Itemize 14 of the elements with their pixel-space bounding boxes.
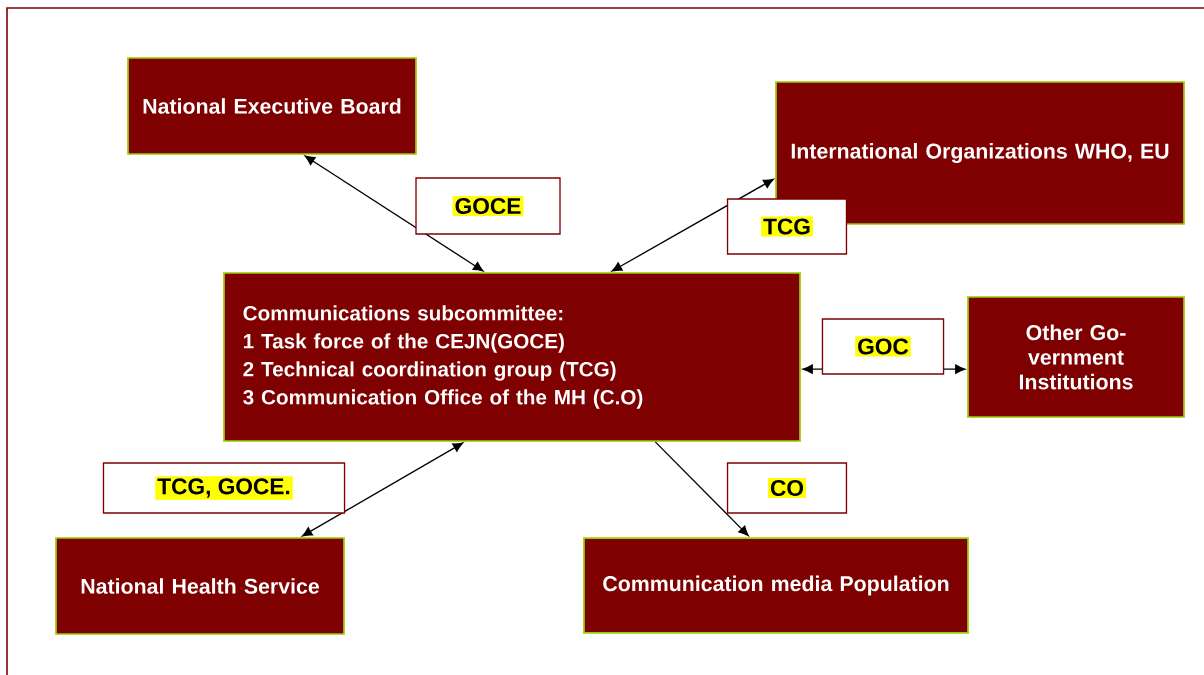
arrow [304,155,484,272]
arrow [654,441,749,537]
org-box: Communications subcommittee: 1 Task force of the CEJN(GOCE) 2 Technical coordination group (TCG) 3 Communication Office of the MH (C.O) [223,272,801,442]
edge-label: CO [726,462,848,514]
org-box: National Health Service [55,537,345,635]
edge-label: TCG [726,198,848,255]
arrow [301,442,464,537]
org-box: Other Go- vernment Institutions [967,296,1185,418]
edge-label: TCG, GOCE. [102,462,346,514]
org-box: National Executive Board [127,57,417,155]
arrow [611,178,774,272]
edge-label: GOCE [415,177,561,235]
org-box: Communication media Population [583,537,969,634]
edge-label: GOC [821,318,945,375]
